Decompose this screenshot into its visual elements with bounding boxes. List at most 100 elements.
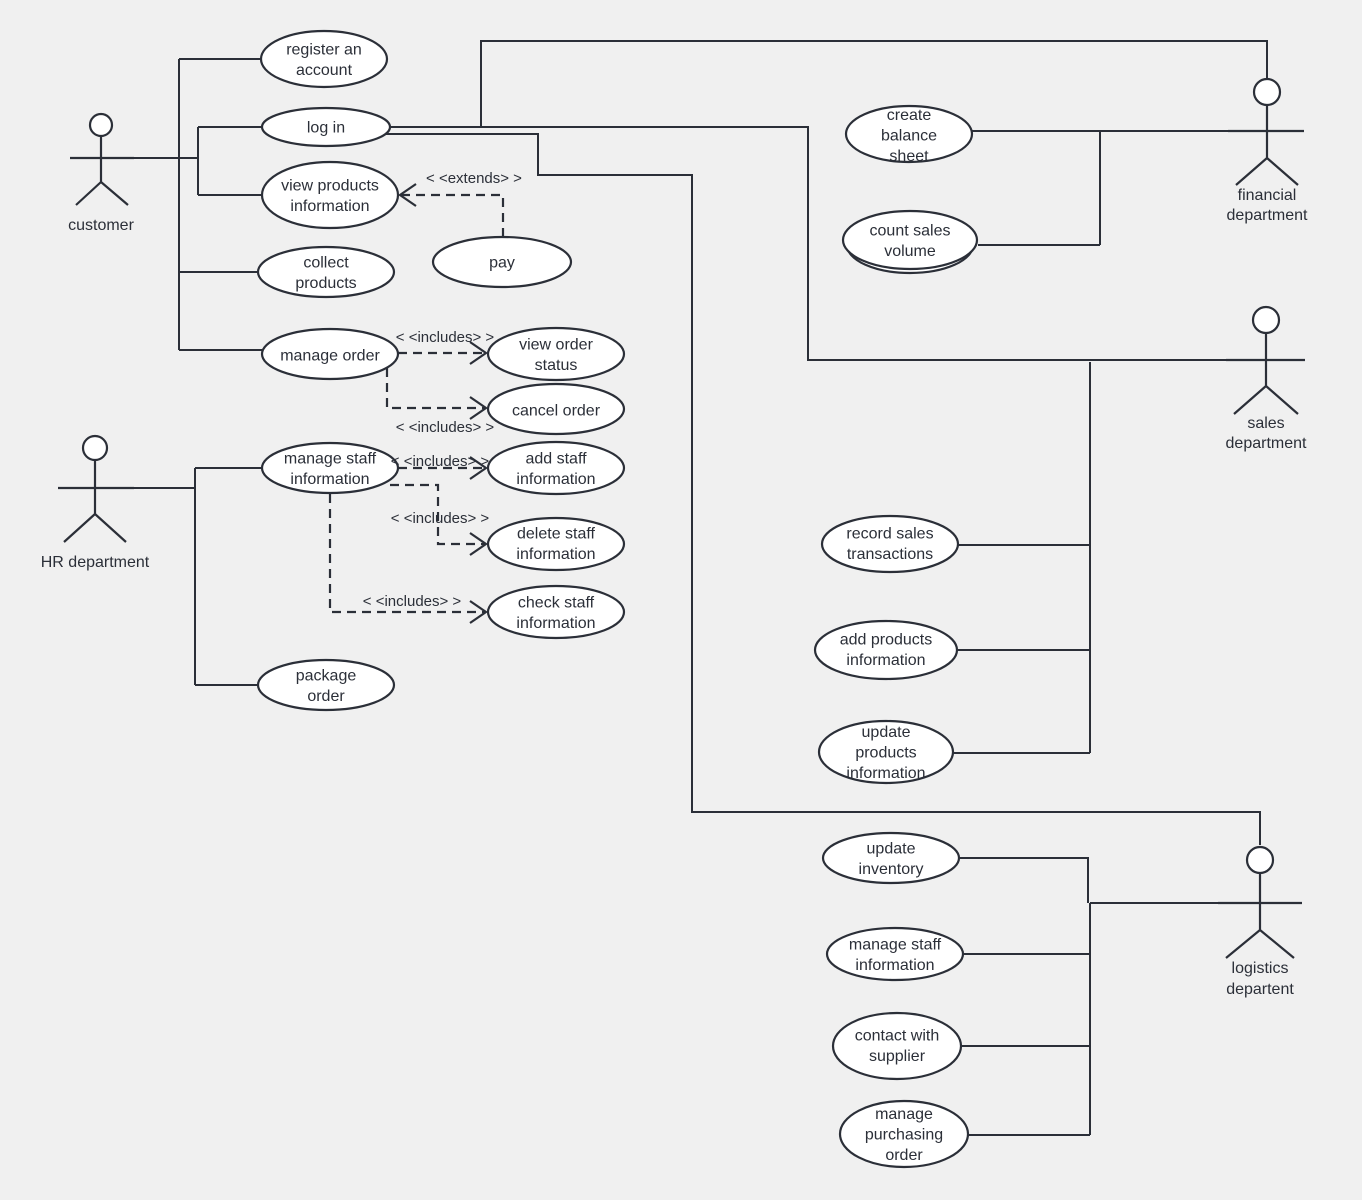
use-case-package-order-label-line-1: package <box>296 667 357 684</box>
use-case-view-products-label-line-1: view products <box>281 177 379 194</box>
link-update-inventory <box>958 857 1089 903</box>
use-case-cancel-order-label: cancel order <box>512 403 601 420</box>
use-case-update-products-label-line-1: update <box>862 724 911 741</box>
use-case-update-inventory-label-line-2: inventory <box>859 861 924 878</box>
includes-add-staff-arrowhead <box>469 456 488 480</box>
includes-cancel-arrowhead <box>469 396 488 420</box>
use-case-contact-supplier-label-line-2: supplier <box>869 1048 926 1065</box>
label-includes-delete-staff: < <includes> > <box>391 510 490 527</box>
use-case-update-inventory[interactable] <box>821 831 961 885</box>
use-case-login[interactable] <box>260 106 392 148</box>
use-case-manage-staff-log[interactable] <box>825 926 965 982</box>
actor-hr-head <box>81 434 109 462</box>
use-case-view-products-label-line-2: information <box>290 198 369 215</box>
use-case-delete-staff-label-line-1: delete staff <box>517 525 596 542</box>
use-case-balance-sheet-label-line-1: create <box>887 107 932 124</box>
use-case-balance-sheet[interactable] <box>844 104 974 164</box>
actor-sales-body <box>1226 333 1305 415</box>
use-case-purchasing-order[interactable] <box>838 1099 970 1169</box>
use-case-update-products[interactable] <box>817 719 955 785</box>
use-case-collect-label-line-2: products <box>295 275 356 292</box>
use-case-delete-staff[interactable] <box>486 516 626 572</box>
includes-check-staff-arrowhead <box>469 600 488 624</box>
login-financial-line <box>390 40 1268 128</box>
use-case-cancel-order-label-line-1: cancel order <box>512 403 601 420</box>
extends-line <box>400 193 505 237</box>
use-case-collect[interactable] <box>256 245 396 299</box>
actor-logistics-label: logistics <box>1232 960 1289 977</box>
use-case-manage-order-label-line-1: manage order <box>280 348 380 365</box>
association-lines <box>134 40 1268 1136</box>
actor-sales-label-2: department <box>1226 435 1307 452</box>
use-case-view-order-status[interactable] <box>486 326 626 382</box>
use-case-record-sales-label: record sales transactions <box>846 525 933 563</box>
use-case-register-label-line-1: register an <box>286 41 362 58</box>
use-case-register[interactable] <box>259 29 389 89</box>
use-case-package-order[interactable] <box>256 658 396 712</box>
actor-financial-label-2: department <box>1227 207 1308 224</box>
actor-logistics[interactable] <box>1218 845 1302 959</box>
use-case-record-sales-label-line-1: record sales <box>846 525 933 542</box>
use-case-check-staff-label-line-1: check staff <box>518 594 595 611</box>
use-case-add-staff[interactable] <box>486 440 626 496</box>
actor-hr[interactable] <box>58 434 134 543</box>
login-logistics-line <box>385 133 1261 845</box>
actor-customer-label: customer <box>68 217 134 234</box>
use-case-add-staff-label-line-2: information <box>516 471 595 488</box>
actor-customer[interactable] <box>70 112 134 206</box>
use-case-manage-staff-hr[interactable] <box>260 441 400 495</box>
use-case-login-label: log in <box>307 120 345 137</box>
use-case-manage-order-label: manage order <box>280 348 380 365</box>
use-case-record-sales[interactable] <box>820 514 960 574</box>
actor-logistics-label-2: departent <box>1226 981 1294 998</box>
use-case-cancel-order[interactable] <box>486 382 626 436</box>
use-case-manage-staff-log-label-line-2: information <box>855 957 934 974</box>
use-case-purchasing-order-label-line-3: order <box>885 1147 923 1164</box>
use-case-purchasing-order-label-line-2: purchasing <box>865 1127 943 1144</box>
use-case-record-sales-label-line-2: transactions <box>847 546 933 563</box>
use-cases <box>256 29 979 1169</box>
use-case-delete-staff-label-line-2: information <box>516 546 595 563</box>
actor-sales-label: sales <box>1247 415 1284 432</box>
actor-financial[interactable] <box>1228 77 1304 186</box>
dependency-lines <box>328 183 505 624</box>
includes-cancel-line <box>385 368 486 410</box>
actor-customer-body <box>70 136 134 206</box>
actor-hr-label: HR department <box>41 554 150 571</box>
use-case-contact-supplier[interactable] <box>831 1011 963 1081</box>
actor-sales-head <box>1251 305 1281 335</box>
use-case-add-products-label-line-1: add products <box>840 631 933 648</box>
actor-sales[interactable] <box>1226 305 1305 415</box>
use-case-pay[interactable] <box>431 235 573 289</box>
use-case-check-staff-label: check staff information <box>516 594 595 632</box>
use-case-add-products[interactable] <box>813 619 959 681</box>
use-case-update-products-label-line-2: products <box>855 745 916 762</box>
use-case-package-order-label-line-2: order <box>307 688 345 705</box>
use-case-delete-staff-label: delete staff information <box>516 525 595 563</box>
extends-arrowhead <box>398 183 417 207</box>
actor-labels: customer HR department financial departm… <box>41 187 1308 998</box>
use-case-count-sales[interactable] <box>841 209 979 271</box>
use-case-check-staff[interactable] <box>486 584 626 640</box>
use-case-package-order-label: package order <box>296 667 357 705</box>
includes-view-status-arrowhead <box>469 341 488 365</box>
use-case-manage-order[interactable] <box>260 327 400 381</box>
use-case-check-staff-label-line-2: information <box>516 615 595 632</box>
use-case-view-products-label: view products information <box>281 177 379 215</box>
label-extends: < <extends> > <box>426 170 522 187</box>
label-includes-add-staff: < <includes> > <box>391 453 490 470</box>
label-includes-cancel: < <includes> > <box>396 419 495 436</box>
login-sales-line <box>390 126 1226 361</box>
use-case-view-products[interactable] <box>260 160 400 230</box>
